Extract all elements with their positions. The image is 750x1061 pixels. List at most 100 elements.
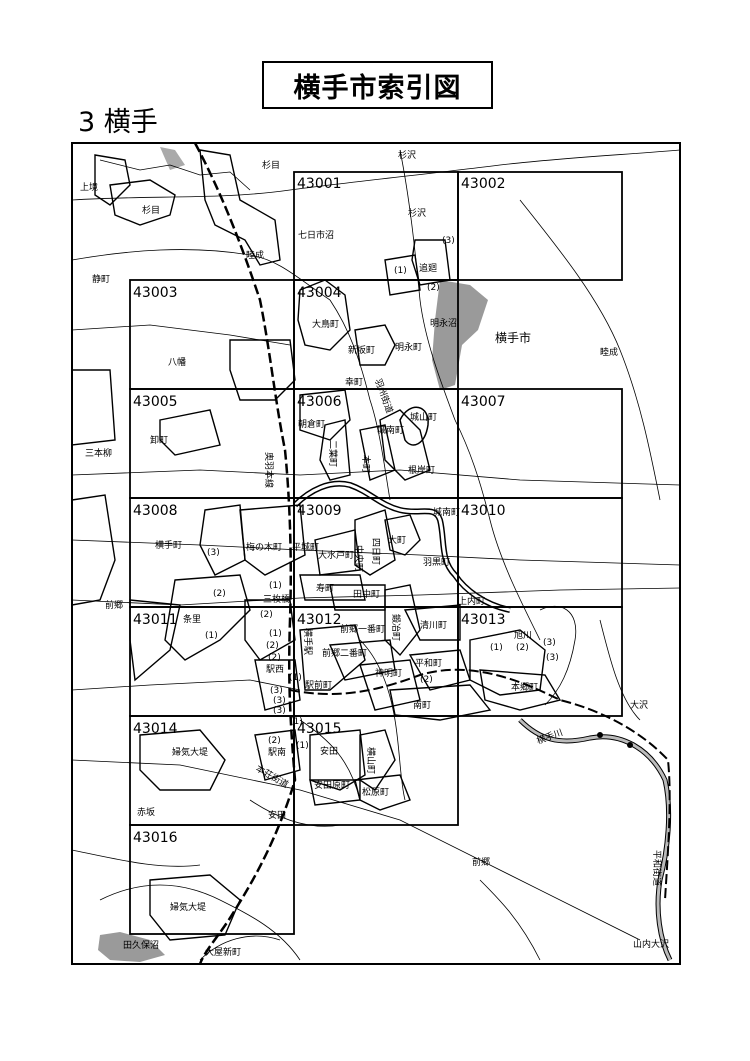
place-label: (3) <box>546 653 559 663</box>
place-label: (3) <box>442 236 455 246</box>
grid-label: 43004 <box>297 285 342 301</box>
place-label: 横手駅 <box>302 628 314 655</box>
grid-label: 43010 <box>461 503 506 519</box>
place-label: (3) <box>273 696 286 706</box>
place-label: (2) <box>516 643 529 653</box>
meiei-pond <box>432 280 488 390</box>
place-label: 駅南 <box>268 746 286 758</box>
place-label: 根岸町 <box>408 464 435 476</box>
place-label: 杉目 <box>262 159 280 171</box>
grid-label: 43015 <box>297 721 342 737</box>
place-label: 赤坂 <box>137 807 155 818</box>
place-label: 幸町 <box>345 377 363 388</box>
place-label: 二葉町 <box>327 440 339 467</box>
place-label: 追廻 <box>419 262 437 274</box>
place-label: 安田原町 <box>314 779 350 791</box>
place-label: (2) <box>213 589 226 599</box>
place-label: 平和街道 <box>651 850 663 886</box>
place-label: (1) <box>290 717 303 727</box>
place-label: 条里 <box>183 613 201 625</box>
place-label: 梅の木町 <box>246 541 282 553</box>
place-label: 城山町 <box>410 412 437 423</box>
place-label: (3) <box>273 706 286 716</box>
grid-label: 43011 <box>133 612 178 628</box>
place-label: 鍛冶町 <box>390 614 402 641</box>
grid-label: 43012 <box>297 612 342 628</box>
place-label: (2) <box>420 675 433 685</box>
place-label: 南町 <box>413 699 431 711</box>
place-label: 上内町 <box>458 595 485 607</box>
railway <box>193 142 671 965</box>
place-label: (1) <box>205 631 218 641</box>
place-label: (2) <box>268 736 281 746</box>
place-label: (1) <box>269 629 282 639</box>
place-label: 奥羽本線 <box>263 452 275 488</box>
place-label: (3) <box>270 686 283 696</box>
grid-label: 43006 <box>297 394 342 410</box>
place-label: 卸町 <box>150 434 168 446</box>
place-label: 四日町 <box>370 538 381 565</box>
place-label: 田久保沼 <box>123 939 159 951</box>
river-main-inner <box>293 482 511 612</box>
grid-label: 43008 <box>133 503 178 519</box>
place-label: 駅西 <box>266 664 284 675</box>
route-markers <box>597 732 633 748</box>
place-label: 中央町 <box>353 545 365 572</box>
place-label: 大町 <box>388 534 406 546</box>
place-label: 安田 <box>268 809 286 821</box>
place-label: 睦成 <box>246 249 264 261</box>
place-label: 明永沼 <box>430 317 457 329</box>
grid-label: 43009 <box>297 503 342 519</box>
place-label: 清川町 <box>420 619 447 631</box>
place-label: (3) <box>543 638 556 648</box>
place-label: 城南町 <box>377 424 404 436</box>
place-label: (1) <box>289 673 302 683</box>
place-label: 田中町 <box>353 588 380 600</box>
grid-label: 43014 <box>133 721 178 737</box>
place-label: 杉沢 <box>408 207 426 219</box>
place-label: 城南町 <box>433 506 460 518</box>
place-label: 三枚橋 <box>263 593 290 605</box>
place-label: 前郷 <box>105 599 123 611</box>
grid-label: 43002 <box>461 176 506 192</box>
place-label: 本町 <box>360 455 372 473</box>
place-label: (2) <box>260 610 273 620</box>
place-label: 寿町 <box>316 582 334 594</box>
place-label: (1) <box>296 741 309 751</box>
place-label: 新坂町 <box>348 344 375 356</box>
grid-labels: 43001 43002 43003 43004 43005 43006 4300… <box>133 176 506 846</box>
grid-label: 43005 <box>133 394 178 410</box>
place-label: 横手町 <box>155 539 182 551</box>
place-label: 山内大沢 <box>633 938 669 950</box>
place-label: 大鳥町 <box>312 318 339 330</box>
place-label: 婦気大堤 <box>170 901 206 913</box>
place-label: 朝倉町 <box>298 418 325 430</box>
takubo-pond <box>98 932 165 962</box>
place-label: (3) <box>207 548 220 558</box>
route-marker <box>627 742 633 748</box>
grid-label: 43013 <box>461 612 506 628</box>
index-grid <box>129 171 623 935</box>
place-label: 婦気大堤 <box>172 746 208 758</box>
place-label: 横山町 <box>365 747 377 774</box>
place-label: 睦成 <box>600 346 618 358</box>
place-label: 前郷 <box>472 856 490 868</box>
place-label: (1) <box>490 643 503 653</box>
place-label: (2) <box>266 641 279 651</box>
place-label: 横手市 <box>495 330 531 345</box>
place-label: 羽州街道 <box>372 377 396 415</box>
place-label: (2) <box>427 283 440 293</box>
place-label: 大屋新町 <box>205 946 241 958</box>
place-label: 安田 <box>320 745 338 757</box>
map-title: 横手市索引図 <box>262 61 493 109</box>
water-top <box>160 147 185 170</box>
place-label: 羽黒町 <box>423 557 450 568</box>
grid-label: 43003 <box>133 285 178 301</box>
place-label: 平和町 <box>415 658 442 669</box>
route-marker <box>597 732 603 738</box>
place-label: (2) <box>268 653 281 663</box>
place-label: 本郷町 <box>511 681 538 693</box>
place-label: 明永町 <box>395 341 422 353</box>
place-label: (1) <box>269 581 282 591</box>
